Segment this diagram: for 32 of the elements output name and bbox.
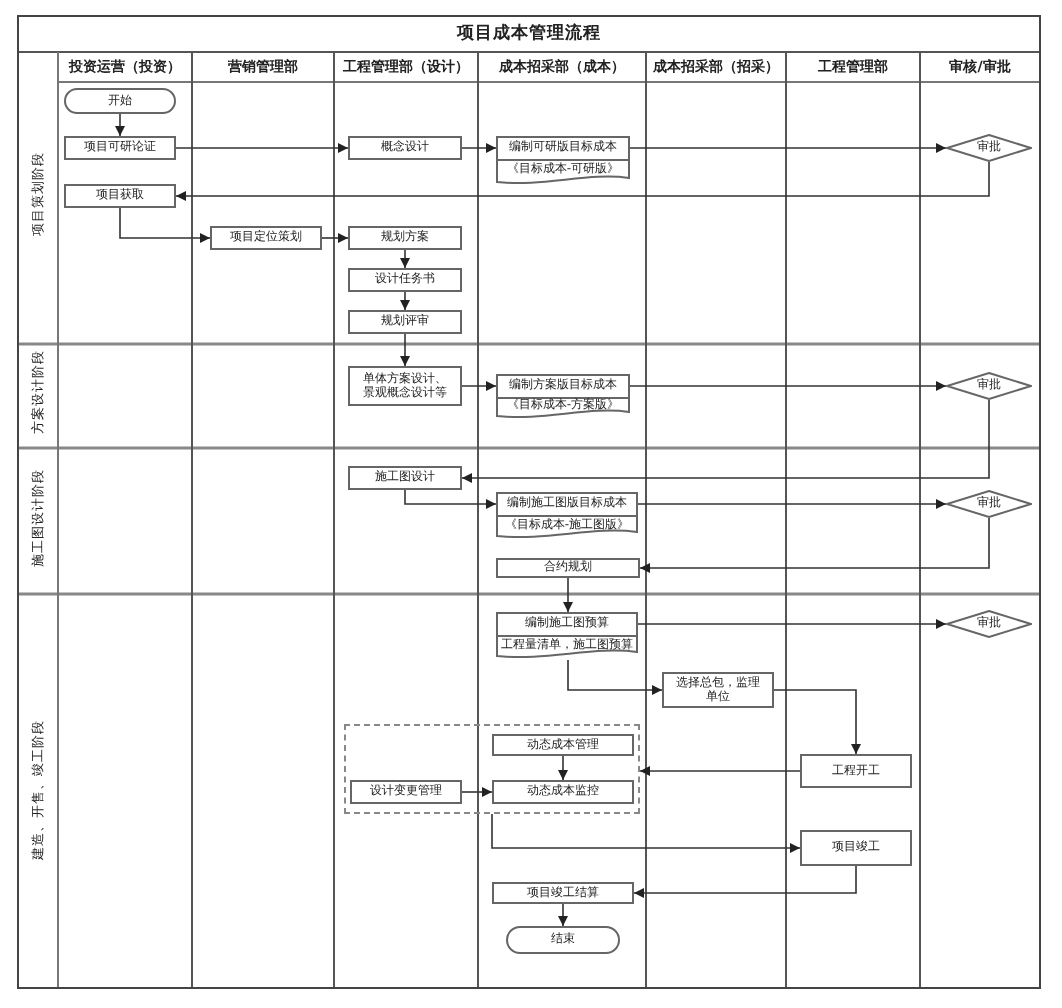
arrow: [773, 689, 861, 755]
arrow: [629, 381, 947, 391]
arrow: [639, 766, 801, 776]
arrow: [567, 659, 663, 695]
arrow: [491, 813, 801, 853]
arrow: [629, 143, 947, 153]
arrow: [404, 489, 497, 509]
arrow: [400, 291, 410, 311]
arrow: [558, 903, 568, 927]
document-box: [496, 374, 630, 420]
arrow: [321, 233, 349, 243]
arrow: [558, 755, 568, 781]
arrow: [461, 399, 990, 483]
arrow: [461, 143, 497, 153]
diagram-title: 项目成本管理流程: [457, 25, 601, 43]
arrow: [461, 381, 497, 391]
arrow: [400, 249, 410, 269]
document-box: [496, 612, 638, 660]
arrow: [115, 113, 125, 137]
arrow: [175, 161, 990, 201]
document-box: [496, 492, 638, 540]
document-box: [496, 136, 630, 186]
arrow: [119, 207, 211, 243]
arrow: [400, 333, 410, 367]
arrow: [563, 577, 573, 613]
arrow: [639, 517, 990, 573]
arrow: [637, 499, 947, 509]
arrow: [175, 143, 349, 153]
arrow: [461, 787, 493, 797]
arrow: [633, 865, 857, 898]
arrow: [637, 619, 947, 629]
dashed-group-box: [344, 724, 640, 814]
